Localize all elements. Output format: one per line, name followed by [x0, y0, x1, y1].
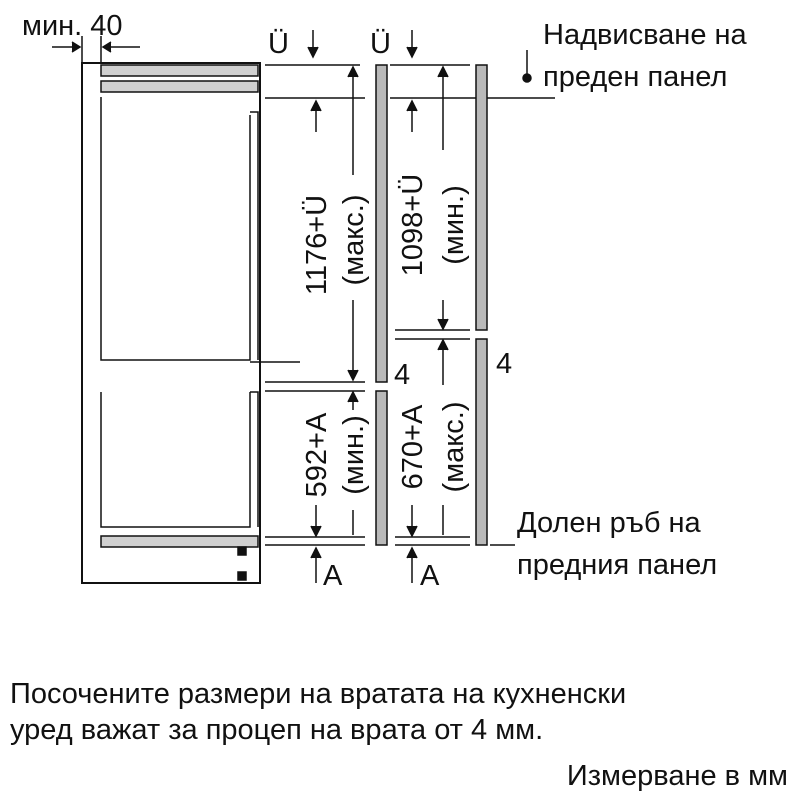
- top-cover-bar-1: [100, 64, 259, 77]
- callouts: [522, 50, 532, 83]
- lower-compartment: [100, 392, 251, 528]
- units-label: Измерване в мм: [566, 760, 788, 792]
- bottom-edge-callout-line1: Долен ръб на: [517, 507, 702, 539]
- dim-lower-left-value: 592+A: [301, 412, 333, 497]
- right-dimension-column: [406, 65, 449, 583]
- foot-bracket-lower: [237, 571, 247, 581]
- dim-lower-right-value: 670+A: [397, 404, 429, 489]
- dim-upper-right-qualifier: (мин.): [438, 185, 470, 265]
- bottom-a-label-left: A: [323, 560, 343, 592]
- overhang-callout-line1: Надвисване на: [543, 19, 748, 51]
- door-panels: [375, 64, 488, 546]
- left-dimension-column: [310, 65, 359, 583]
- dim-lower-left-qualifier: (мин.): [338, 415, 370, 495]
- door-gap-label-left: 4: [394, 359, 410, 391]
- min-gap-dimension: [52, 36, 140, 63]
- appliance-body-outline: [81, 62, 261, 584]
- appliance-outline: [81, 62, 300, 584]
- upper-door-edge: [250, 111, 259, 360]
- right-lower-door-panel: [475, 338, 488, 546]
- overhang-callout-line2: преден панел: [543, 61, 727, 93]
- bottom-edge-callout-line2: предния панел: [517, 549, 717, 581]
- overhang-callout-dot: [522, 73, 532, 83]
- dim-upper-right-value: 1098+Ü: [397, 174, 429, 276]
- top-cover-bar-2: [100, 80, 259, 93]
- foot-bracket-upper: [237, 546, 247, 556]
- door-gap-note-line1: Посочените размери на вратата на кухненс…: [10, 678, 627, 710]
- right-upper-door-panel: [475, 64, 488, 331]
- overhang-label-right: Ü: [370, 28, 391, 60]
- left-upper-door-panel: [375, 64, 388, 383]
- door-gap-label-right: 4: [496, 348, 512, 380]
- dim-lower-right-qualifier: (макс.): [438, 402, 470, 493]
- reference-lines: [265, 64, 555, 546]
- dim-upper-left-qualifier: (макс.): [338, 195, 370, 286]
- overhang-arrows: [307, 30, 418, 59]
- dim-upper-left-value: 1176+Ü: [301, 195, 333, 295]
- base-bar: [100, 535, 259, 548]
- door-gap-note-line2: уред важат за процеп на врата от 4 мм.: [10, 714, 544, 746]
- left-lower-door-panel: [375, 390, 388, 546]
- overhang-label-left: Ü: [268, 28, 289, 60]
- upper-compartment: [100, 97, 251, 361]
- bottom-a-label-right: A: [420, 560, 440, 592]
- lower-door-edge: [250, 391, 259, 527]
- min-gap-label: мин. 40: [22, 10, 123, 42]
